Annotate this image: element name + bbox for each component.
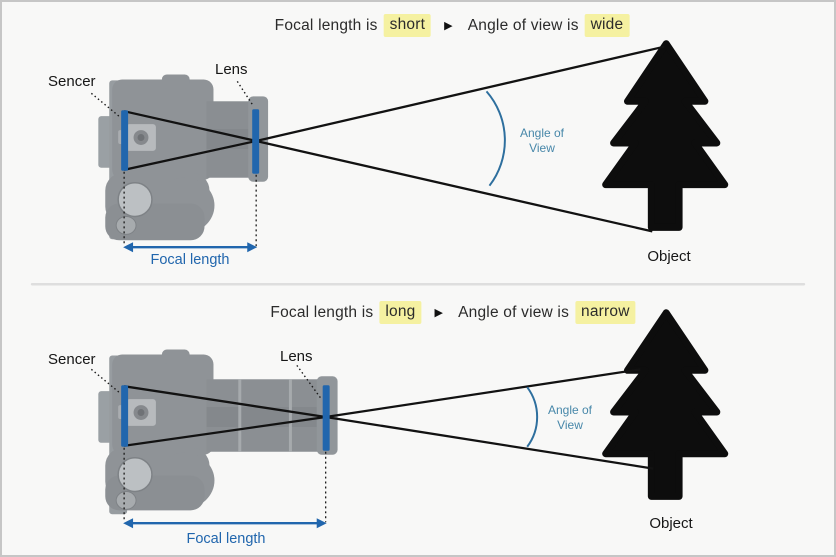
sensor-leader-bottom xyxy=(90,368,121,394)
focal-length-label-top: Focal length xyxy=(150,252,230,268)
sensor-label-top: Sencer xyxy=(48,73,96,90)
object-label-top: Object xyxy=(647,248,691,265)
title-prefix: Focal length is xyxy=(274,16,378,34)
lens-leader-top xyxy=(236,81,253,105)
title-highlight-narrow: narrow xyxy=(575,301,636,324)
sensor-bar-top xyxy=(121,110,129,171)
sensor-label-bottom: Sencer xyxy=(48,351,96,368)
title-middle: Angle of view is xyxy=(458,303,570,321)
panel-divider xyxy=(30,282,806,286)
angle-of-view-line2: View xyxy=(557,418,583,432)
lens-label-bottom: Lens xyxy=(280,348,313,365)
angle-of-view-line2: View xyxy=(529,141,555,155)
lens-label-top: Lens xyxy=(215,61,248,78)
angle-of-view-label-top: Angle of View xyxy=(520,126,564,156)
tree-object-bottom xyxy=(602,309,729,500)
sensor-leader-top xyxy=(90,92,121,118)
sensor-bar-bottom xyxy=(121,385,129,447)
title-highlight-long: long xyxy=(379,301,422,324)
title-highlight-short: short xyxy=(383,14,432,37)
object-label-bottom: Object xyxy=(649,515,693,532)
focal-length-arrow-top xyxy=(123,242,258,253)
title-highlight-wide: wide xyxy=(584,14,630,37)
triangle-right-icon: ▶ xyxy=(444,20,453,32)
top-panel-title: Focal length is short ▶ Angle of view is… xyxy=(272,14,633,37)
angle-of-view-line1: Angle of xyxy=(519,126,565,140)
lens-bar-top xyxy=(252,109,260,174)
angle-of-view-label-bottom: Angle of View xyxy=(548,403,592,433)
angle-of-view-arc-top xyxy=(485,90,506,187)
focal-length-arrow-bottom xyxy=(123,518,327,529)
title-middle: Angle of view is xyxy=(467,16,579,34)
lens-bar-bottom xyxy=(322,385,330,451)
angle-of-view-line1: Angle of xyxy=(547,403,593,417)
triangle-right-icon: ▶ xyxy=(434,307,444,319)
angle-of-view-arc-bottom xyxy=(526,386,539,448)
focal-length-label-bottom: Focal length xyxy=(186,531,266,547)
bottom-panel-title: Focal length is long ▶ Angle of view is … xyxy=(267,301,638,324)
title-prefix: Focal length is xyxy=(270,303,374,321)
camera-illustration-bottom xyxy=(98,349,338,515)
tree-object-top xyxy=(602,40,729,231)
